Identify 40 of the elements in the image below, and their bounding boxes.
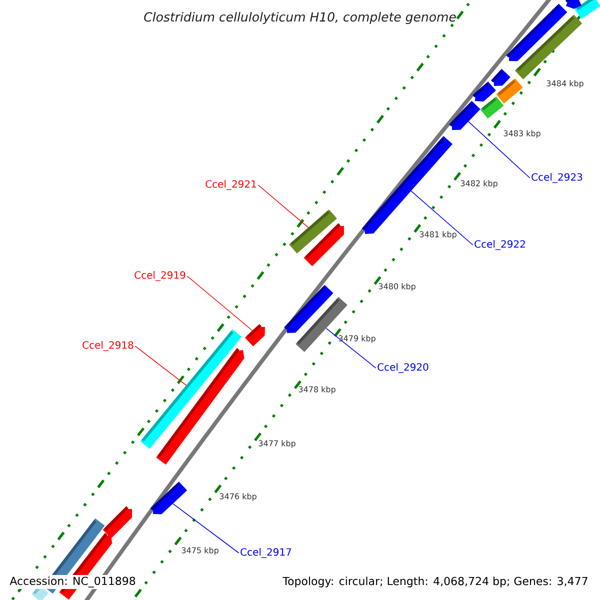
gene-label: Ccel_2918 bbox=[82, 341, 134, 351]
gene-label: Ccel_2920 bbox=[378, 363, 428, 373]
leader-line bbox=[410, 190, 474, 246]
tick-label: 3481 kbp bbox=[420, 231, 456, 239]
gene-block bbox=[150, 482, 188, 514]
gene-label: Ccel_2917 bbox=[240, 548, 292, 558]
gene-block bbox=[490, 68, 510, 86]
gene-block bbox=[244, 324, 265, 346]
tick-label: 3479 kbp bbox=[338, 335, 376, 343]
gene-label: Ccel_2923 bbox=[532, 173, 582, 183]
gene-label: Ccel_2919 bbox=[134, 271, 186, 281]
gene-block bbox=[102, 506, 132, 538]
gene-block bbox=[449, 100, 480, 130]
leader-line bbox=[326, 328, 376, 368]
gene-label: Ccel_2921 bbox=[206, 180, 256, 190]
tick-label: 3478 kbp bbox=[298, 386, 336, 394]
tick-label: 3475 kbp bbox=[182, 547, 218, 555]
tick-label: 3483 kbp bbox=[504, 130, 540, 138]
leader-line bbox=[258, 184, 309, 228]
gene-block bbox=[304, 223, 344, 266]
tick-label: 3477 kbp bbox=[258, 440, 296, 448]
gene-label: Ccel_2922 bbox=[474, 240, 525, 250]
tick-label: 3484 kbp bbox=[546, 80, 584, 88]
footer-text: Accession: NC_011898 bbox=[8, 575, 138, 589]
gene-block bbox=[472, 82, 496, 102]
gene-block bbox=[565, 0, 582, 9]
gene-bar bbox=[514, 14, 582, 80]
gene-block bbox=[156, 348, 244, 465]
tick-label: 3476 kbp bbox=[220, 493, 256, 501]
leader-line bbox=[172, 503, 240, 554]
leader-line bbox=[468, 121, 530, 178]
leader-line bbox=[134, 346, 187, 386]
footer-text: Topology: circular; Length: 4,068,724 bp; Genes: 3,477 bbox=[281, 575, 590, 589]
gene-bar bbox=[496, 78, 523, 104]
title: Clostridium cellulolyticum H10, complete genome bbox=[144, 12, 456, 24]
tick-label: 3480 kbp bbox=[378, 283, 416, 291]
tick-label: 3482 kbp bbox=[460, 180, 498, 188]
gene-bar bbox=[574, 0, 600, 19]
gene-bar bbox=[480, 96, 504, 119]
leader-line bbox=[186, 276, 253, 332]
